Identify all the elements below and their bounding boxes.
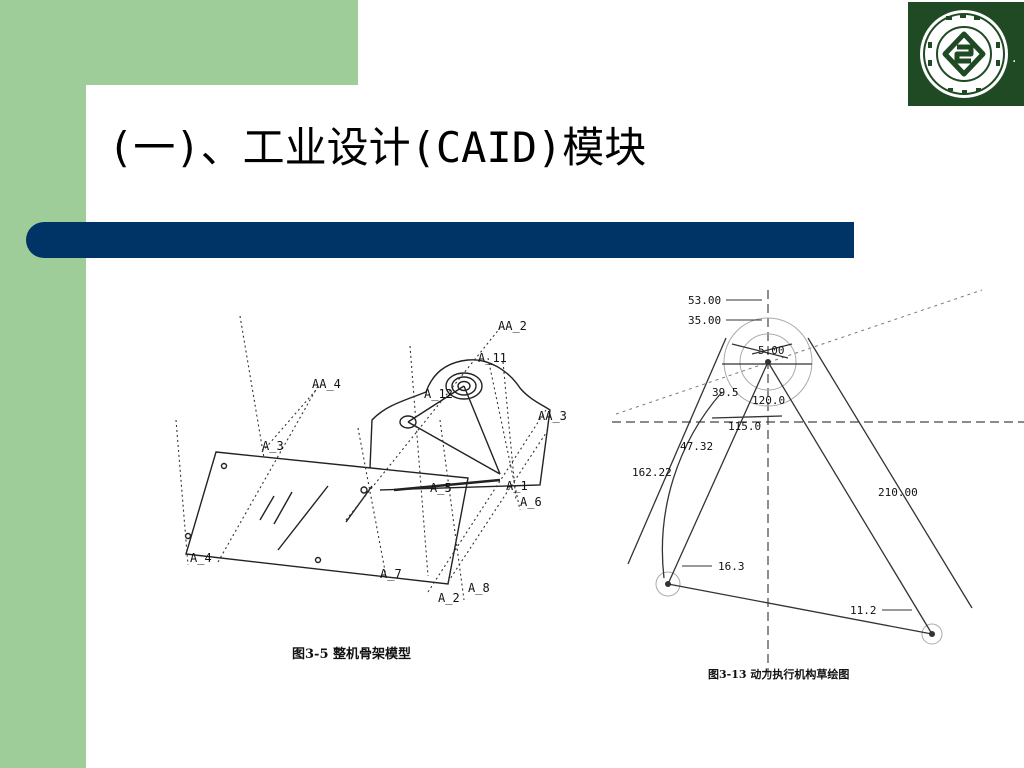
title-underline-bar	[26, 222, 854, 258]
figure-left-caption: 图3-5 整机骨架模型	[292, 646, 411, 662]
label-a7: A_7	[380, 567, 402, 581]
slot-1	[259, 495, 275, 521]
dim-16-3: 16.3	[718, 560, 745, 573]
figure-right-caption: 图3-13 动力执行机构草绘图	[708, 667, 849, 681]
green-side-strip	[0, 0, 86, 768]
label-a3: A_3	[262, 439, 284, 453]
dim-35: 35.00	[688, 314, 721, 327]
slot-2	[277, 485, 329, 551]
label-a8: A_8	[468, 581, 490, 595]
link-a	[407, 421, 501, 475]
label-a1: A_1	[506, 479, 528, 493]
spiral-feature	[445, 372, 483, 400]
dim-210: 210.00	[878, 486, 918, 499]
label-a12: A_12	[424, 387, 453, 401]
base-plate	[185, 451, 469, 585]
label-a11: A_11	[478, 351, 507, 365]
frame-skeleton-drawing: AA_2 A_11 AA_4 A_12 AA_3 A_3 A_5 A_1 A_6…	[175, 315, 567, 662]
label-aa4: AA_4	[312, 377, 341, 391]
link-b	[463, 385, 501, 475]
university-seal-icon: .	[908, 2, 1024, 106]
label-aa3: AA_3	[538, 409, 567, 423]
dim-11-2: 11.2	[850, 604, 877, 617]
label-a4: A_4	[190, 551, 212, 565]
right-link	[767, 361, 933, 635]
dim-5: 5.00	[758, 344, 785, 357]
dim-47-32: 47.32	[680, 440, 713, 453]
label-aa2: AA_2	[498, 319, 527, 333]
dim-115: 115.0	[728, 420, 761, 433]
label-a6: A_6	[520, 495, 542, 509]
dim-120: 120.0	[752, 394, 785, 407]
dim-39-5: 39.5	[712, 386, 739, 399]
actuator-sketch-drawing: 53.00 35.00 5.00 39.5 120.0 115.0 47.32 …	[612, 289, 1024, 681]
content-panel	[86, 85, 1024, 768]
dim-53: 53.00	[688, 294, 721, 307]
bracket-plate	[369, 359, 551, 491]
dim-162-22: 162.22	[632, 466, 672, 479]
label-a5: A_5	[430, 481, 452, 495]
arc-47	[661, 391, 723, 579]
label-a2: A_2	[438, 591, 460, 605]
diagonal-construction-line	[615, 289, 983, 415]
svg-text:.: .	[1012, 50, 1016, 66]
bottom-link	[667, 583, 933, 635]
pivot-outer-circle	[723, 317, 813, 407]
slide-title: (一)、工业设计(CAID)模块	[108, 123, 647, 172]
left-link	[667, 361, 769, 585]
